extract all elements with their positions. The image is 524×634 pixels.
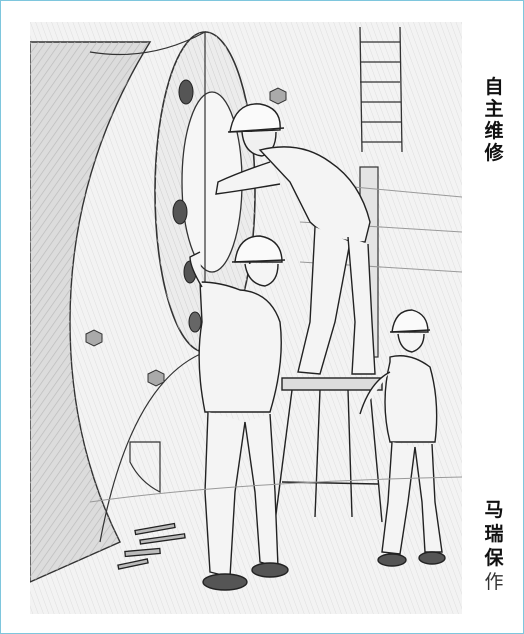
- floor-line: [89, 476, 462, 503]
- bolt-hole: [188, 311, 202, 333]
- title-char: 自: [484, 76, 504, 98]
- title-char: 主: [484, 98, 504, 120]
- wall-ladder: [359, 26, 403, 153]
- author-char: 瑞: [484, 523, 504, 545]
- vertical-title: 自 主 维 修: [482, 76, 506, 164]
- author-credit: 马 瑞 保 作: [482, 498, 506, 594]
- sketch-illustration: [30, 22, 462, 614]
- title-char: 修: [484, 142, 504, 164]
- author-char: 马: [484, 499, 504, 521]
- hex-nut: [147, 369, 165, 387]
- bolt-hole: [172, 199, 188, 225]
- stool: [274, 377, 383, 523]
- author-suffix: 作: [484, 571, 504, 593]
- author-name: 马 瑞 保: [482, 498, 506, 570]
- hex-nut: [269, 87, 287, 105]
- bolt-hole: [178, 79, 194, 105]
- worker-middle: [189, 235, 289, 591]
- tools-on-floor: [117, 522, 186, 570]
- worker-top: [215, 103, 376, 375]
- author-char: 保: [484, 547, 504, 569]
- worker-right: [359, 309, 446, 567]
- title-char: 维: [484, 120, 504, 142]
- hex-nut: [85, 329, 103, 347]
